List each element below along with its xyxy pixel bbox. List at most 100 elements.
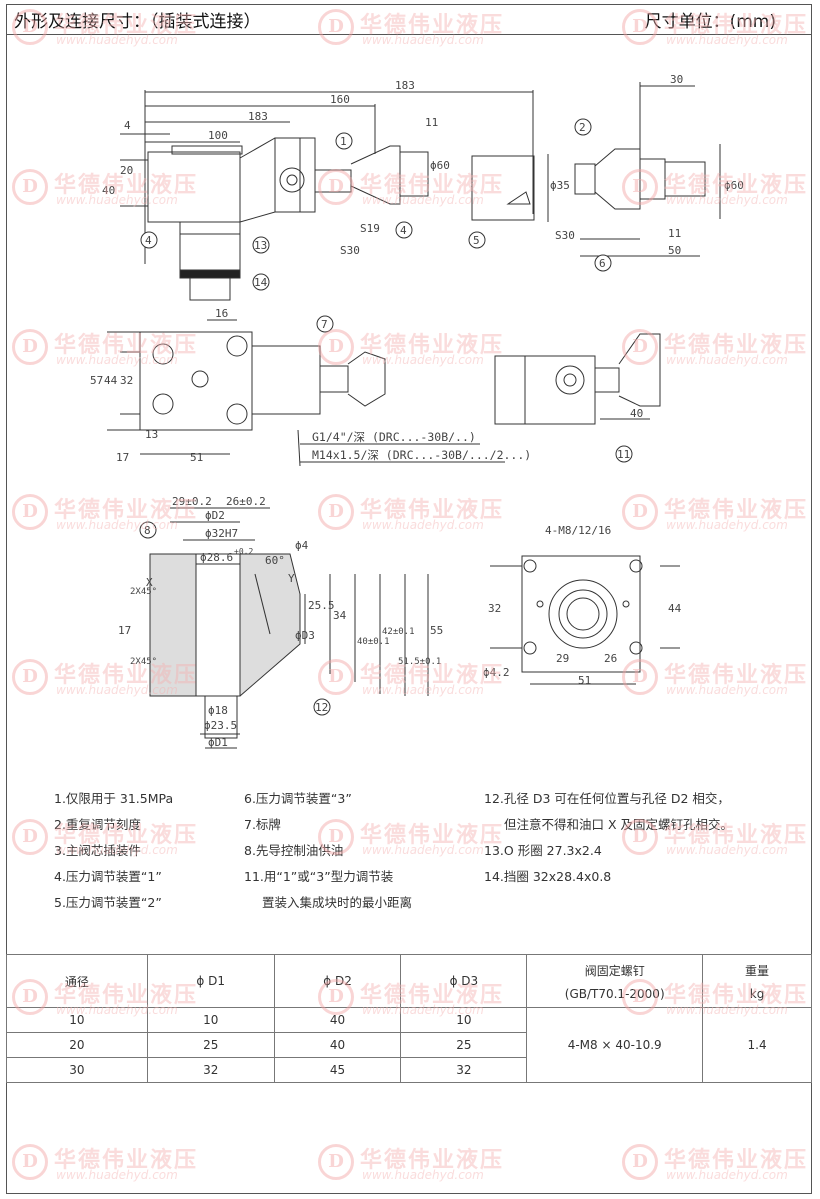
cell: 10 <box>400 1007 528 1033</box>
technical-drawing: 183 160 183 100 30 4 20 40 11 ϕ60 S19 S3… <box>90 73 744 749</box>
note-5: 5.压力调节装置“2” <box>54 895 162 910</box>
dim-183: 183 <box>248 110 268 123</box>
cell: 10 <box>146 1007 275 1033</box>
note-1: 1.仅限用于 31.5MPa <box>54 791 174 806</box>
callout-12: 12 <box>313 698 331 716</box>
th-weight-unit: kg <box>749 986 765 1001</box>
callout-1: 1 <box>335 132 353 150</box>
callout-13: 13 <box>252 236 270 254</box>
table-row: 10 10 40 10 4-M8 × 40-10.9 1.4 <box>6 1007 812 1083</box>
note-3: 3.主阀芯插装件 <box>54 843 141 858</box>
dim-4: 4 <box>124 119 131 132</box>
callout-14: 14 <box>252 273 270 291</box>
cell: 25 <box>146 1032 275 1058</box>
dim-phi28-6: ϕ28.6 <box>200 551 233 564</box>
callout-2: 2 <box>574 118 592 136</box>
dim-55: 55 <box>430 624 443 637</box>
dim-s19: S19 <box>360 222 380 235</box>
cell: 20 <box>6 1032 148 1058</box>
svg-text:1: 1 <box>340 135 347 148</box>
dim-51-face: 51 <box>578 674 591 687</box>
th-d2: ϕ D2 <box>273 954 402 1008</box>
th-screw-label: 阀固定螺钉 <box>584 963 645 978</box>
dim-phiD2: ϕD2 <box>205 509 225 522</box>
callouts: 1 2 4 5 6 4 13 14 7 11 8 12 <box>139 118 633 716</box>
th-weight: 重量 kg <box>702 954 812 1008</box>
th-size: 通径 <box>6 954 148 1008</box>
note-2: 2.重复调节刻度 <box>54 817 141 832</box>
dim-s30-right: S30 <box>555 229 575 242</box>
dim-bolt-pattern: 4-M8/12/16 <box>545 524 611 537</box>
svg-text:11: 11 <box>617 448 630 461</box>
dim-40: 40 <box>102 184 115 197</box>
dim-s30: S30 <box>340 244 360 257</box>
dim-40-right: 40 <box>630 407 643 420</box>
dim-phi4: ϕ4 <box>295 539 309 552</box>
note-12-cont: 但注意不得和油口 X 及固定螺钉孔相交。 <box>504 817 734 832</box>
cell: 40 <box>273 1007 402 1033</box>
th-screw-standard: (GB/T70.1-2000) <box>564 986 665 1001</box>
dim-phi23-5: ϕ23.5 <box>204 719 237 732</box>
note-4: 4.压力调节装置“1” <box>54 869 162 884</box>
th-d3: ϕ D3 <box>400 954 528 1008</box>
table-row: 20 25 40 25 <box>6 1032 812 1058</box>
note-8: 8.先导控制油供油 <box>244 843 344 858</box>
dim-57: 57 <box>90 374 103 387</box>
cell: 32 <box>400 1057 528 1083</box>
dim-29-tol: 29±0.2 <box>172 495 212 508</box>
unit-label: 尺寸单位：(mm) <box>644 12 776 32</box>
dim-phi60-right: ϕ60 <box>724 179 744 192</box>
cell: 30 <box>6 1057 148 1083</box>
callout-4a: 4 <box>140 231 158 249</box>
dim-51-5-tol: 51.5±0.1 <box>398 657 441 667</box>
dim-32: 32 <box>120 374 133 387</box>
port-x-label: X <box>146 576 153 589</box>
svg-text:6: 6 <box>599 257 606 270</box>
callout-4b: 4 <box>395 221 413 239</box>
screw-value: 4-M8 × 40-10.9 <box>526 1007 704 1083</box>
dim-40-tol: 40±0.1 <box>357 637 390 647</box>
callout-5: 5 <box>468 231 486 249</box>
dim-183-top: 183 <box>395 79 415 92</box>
section-view <box>149 507 429 749</box>
cell: 40 <box>273 1032 402 1058</box>
dim-29-face: 29 <box>556 652 569 665</box>
dim-20: 20 <box>120 164 133 177</box>
th-d1: ϕ D1 <box>146 954 275 1008</box>
dim-11-right: 11 <box>668 227 681 240</box>
dim-phi35: ϕ35 <box>550 179 570 192</box>
dim-phi32H7: ϕ32H7 <box>205 527 238 540</box>
th-weight-label: 重量 <box>745 963 770 978</box>
dim-17-section: 17 <box>118 624 131 637</box>
dim-60deg: 60° <box>265 554 285 567</box>
valve-body-left <box>147 151 241 223</box>
end-view <box>494 333 661 425</box>
cell: 45 <box>273 1057 402 1083</box>
dim-32-face: 32 <box>488 602 501 615</box>
dim-44: 44 <box>104 374 118 387</box>
dim-chamfer-1: 2X45° <box>130 587 157 597</box>
svg-text:2: 2 <box>579 121 586 134</box>
dim-chamfer-2: 2X45° <box>130 657 157 667</box>
dim-phi18: ϕ18 <box>208 704 228 717</box>
dim-11: 11 <box>425 116 438 129</box>
dim-30: 30 <box>670 73 683 86</box>
dim-phi60: ϕ60 <box>430 159 450 172</box>
dim-tol-plus02: +0.2 <box>234 547 253 556</box>
callout-7: 7 <box>316 315 334 333</box>
dim-26-face: 26 <box>604 652 617 665</box>
svg-text:5: 5 <box>473 234 480 247</box>
note-14: 14.挡圈 32x28.4x0.8 <box>484 869 612 884</box>
note-13: 13.O 形圈 27.3x2.4 <box>484 843 602 858</box>
dim-44-face: 44 <box>668 602 682 615</box>
thread-note-g14: G1/4"/深 (DRC...-30B/..) <box>312 430 476 444</box>
page-title: 外形及连接尺寸：（插装式连接） <box>14 12 261 32</box>
svg-text:14: 14 <box>254 276 268 289</box>
dim-13: 13 <box>145 428 158 441</box>
table-row: 30 32 45 32 <box>6 1057 812 1083</box>
port-y-label: Y <box>288 572 295 585</box>
svg-text:12: 12 <box>315 701 328 714</box>
note-11-cont: 置装入集成块时的最小距离 <box>262 895 413 910</box>
dim-26-tol: 26±0.2 <box>226 495 266 508</box>
note-12: 12.孔径 D3 可在任何位置与孔径 D2 相交， <box>484 791 730 806</box>
